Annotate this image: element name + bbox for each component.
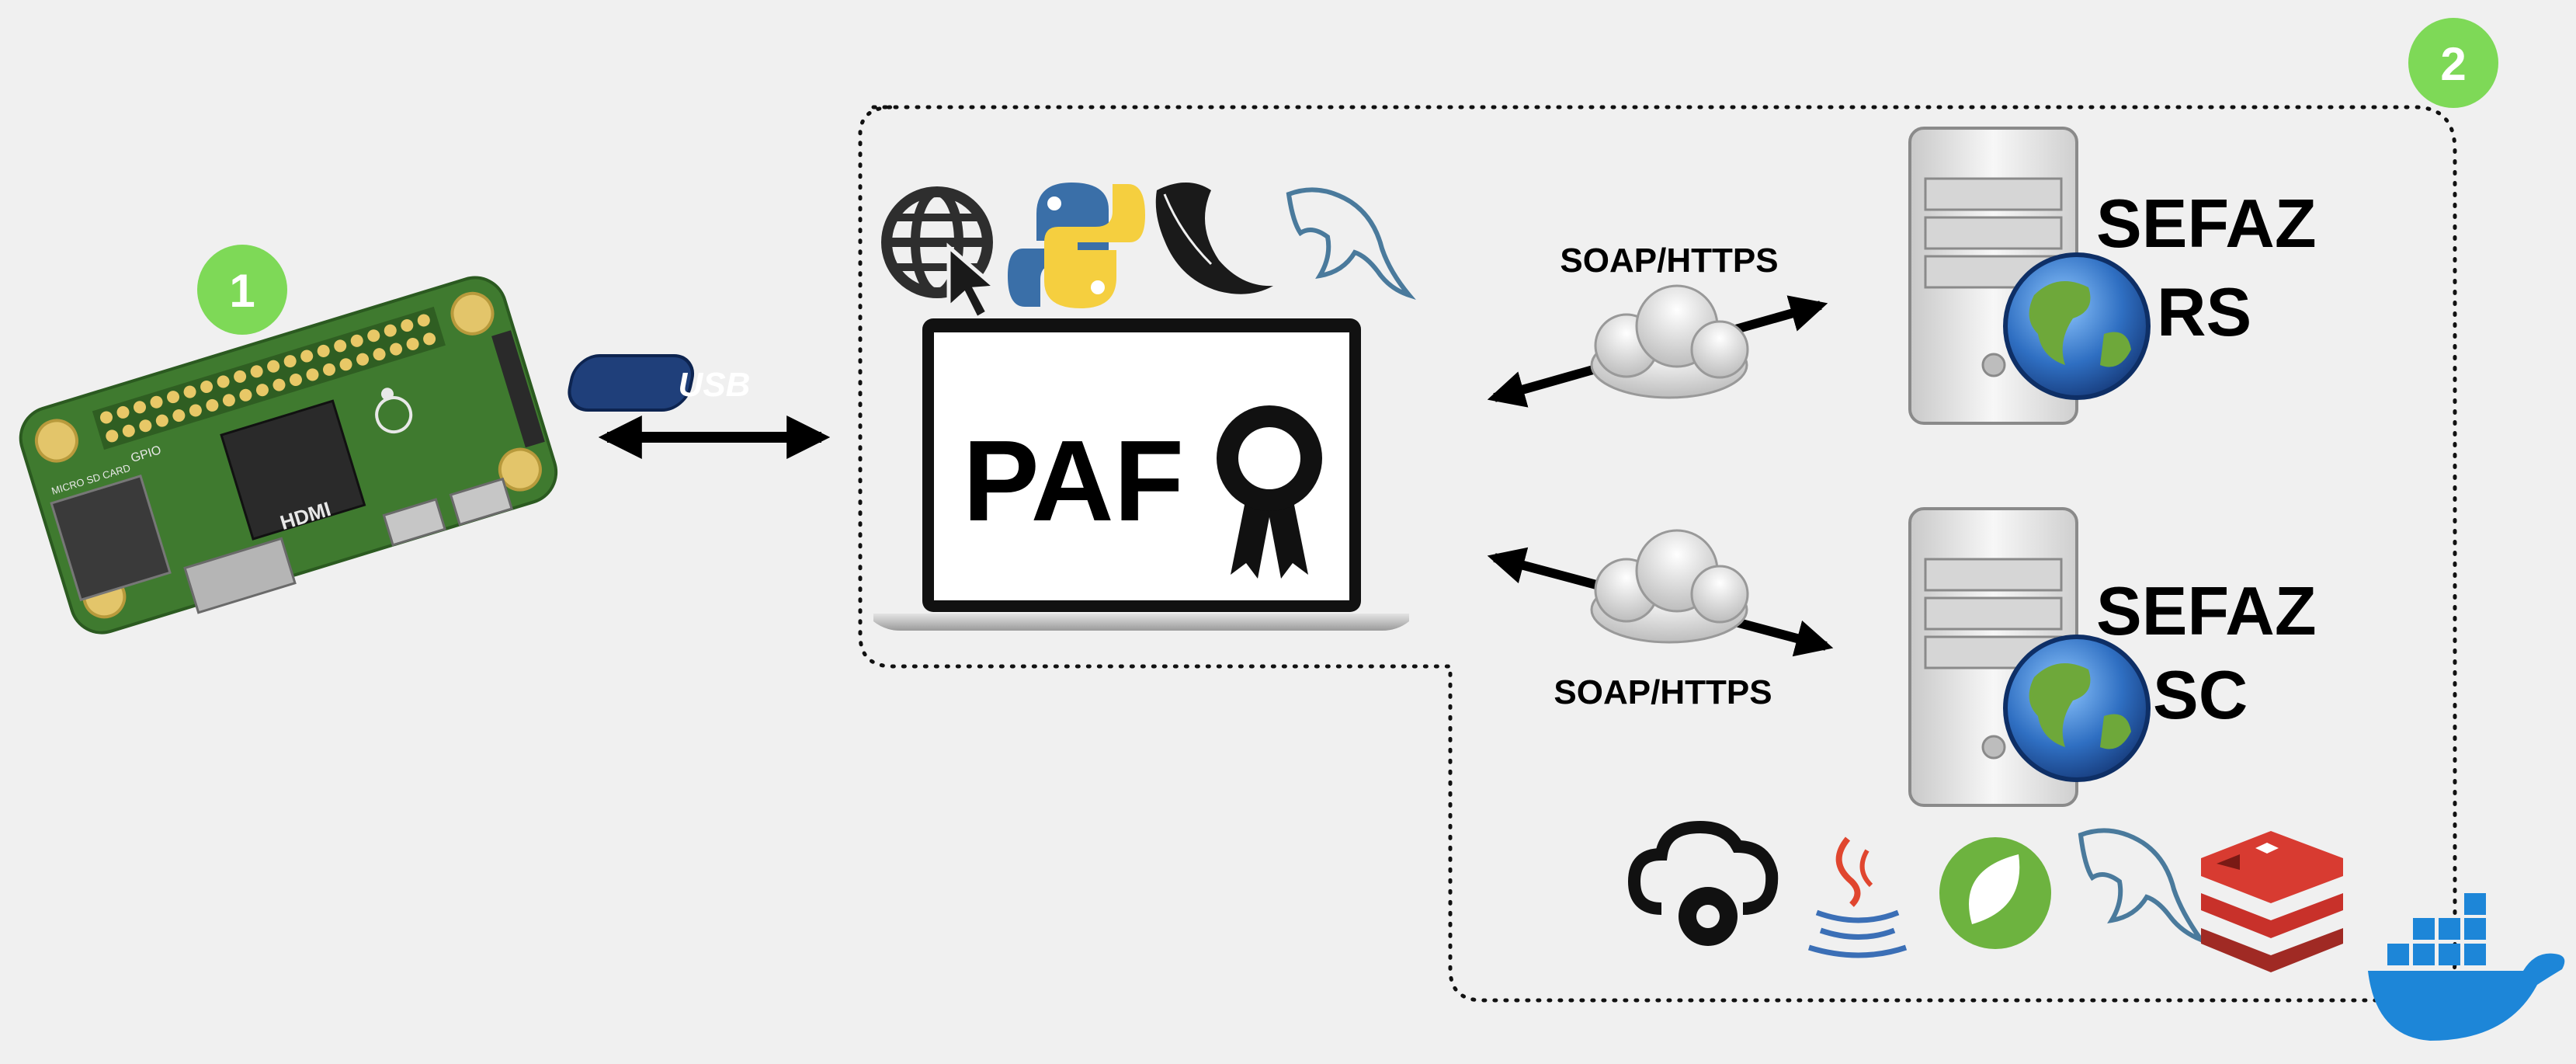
gpio-pin (134, 401, 147, 414)
gpio-pin (206, 398, 219, 412)
gpio-pin (334, 339, 347, 353)
gpio-pin (99, 411, 113, 424)
gpio-pin (423, 332, 436, 346)
gpio-pin (356, 353, 370, 366)
java-icon (1807, 836, 1908, 958)
spring-leaf-icon (1939, 837, 2051, 949)
gpio-pin (200, 381, 214, 394)
gpio-pin (217, 375, 230, 388)
gpio-pin (417, 314, 430, 327)
gpio-pin (367, 329, 380, 342)
laptop-label: PAF (963, 417, 1184, 545)
gpio-pin (155, 414, 168, 427)
badge-1-label: 1 (229, 265, 255, 317)
cloud-icon-bottom (1590, 529, 1749, 644)
badge-1: 1 (197, 245, 287, 335)
usb-link: USB (568, 354, 831, 459)
gpio-pin (167, 391, 180, 404)
cloud-gear-icon (1627, 820, 1779, 946)
gpio-pin (172, 409, 186, 422)
usb-badge-icon: USB (568, 354, 751, 412)
gpio-pin (139, 419, 152, 433)
camera-connector (491, 330, 545, 448)
server-sc-line1: SEFAZ (2096, 572, 2317, 649)
gpio-pin (239, 388, 252, 402)
gpio-pin (116, 405, 130, 419)
web-globe-cursor-icon (881, 186, 1001, 322)
gpio-pin (283, 355, 297, 368)
mysql-dolphin-icon (1286, 187, 1416, 301)
gpio-pin (317, 344, 330, 357)
server-rs-line2: RS (2157, 273, 2251, 350)
gpio-pin (401, 319, 414, 332)
gpio-pin (183, 385, 196, 398)
micro-usb-port-1 (382, 498, 446, 547)
gpio-pin (373, 348, 386, 361)
gpio-pin (267, 360, 280, 373)
gpio-pin (306, 368, 319, 381)
protocol-label-bottom: SOAP/HTTPS (1554, 673, 1772, 711)
gpio-pin (350, 334, 363, 347)
gpio-pin (273, 378, 286, 391)
server-sc-line2: SC (2153, 656, 2248, 733)
flask-horn-icon (1155, 183, 1273, 294)
gpio-pin (323, 363, 336, 376)
micro-usb-port-2 (449, 477, 514, 527)
connection-rs: SOAP/HTTPS (1487, 242, 1828, 408)
cloud-icon-top (1590, 284, 1749, 399)
gpio-pin (234, 370, 247, 383)
badge-2: 2 (2408, 18, 2498, 108)
server-rs-line1: SEFAZ (2096, 185, 2317, 262)
cpu-chip (220, 399, 366, 541)
gpio-pin (122, 424, 135, 437)
gpio-pin (222, 394, 235, 407)
gpio-pin (406, 337, 419, 350)
badge-2-label: 2 (2440, 38, 2466, 90)
raspberry-logo-icon (375, 388, 413, 434)
protocol-label-top: SOAP/HTTPS (1560, 242, 1778, 280)
gpio-pin (384, 324, 397, 337)
globe-icon (2003, 635, 2151, 782)
server-sc: SEFAZ SC (1908, 507, 2317, 807)
hdmi-port (183, 537, 297, 614)
connection-sc: SOAP/HTTPS (1487, 529, 1834, 711)
gpio-pin (106, 429, 119, 443)
laptop: PAF (873, 318, 1409, 631)
globe-icon (2003, 252, 2151, 400)
gpio-pin (189, 404, 202, 417)
usb-label: USB (679, 366, 751, 404)
gpio-pin (289, 374, 302, 387)
docker-whale-icon (2368, 893, 2565, 1041)
raspberry-pi-board: HDMI GPIO MICRO SD CARD (19, 276, 558, 635)
gpio-pin (250, 365, 263, 378)
mysql-dolphin-icon (2078, 828, 2208, 945)
gpio-pin (390, 342, 403, 356)
gpio-pin (300, 349, 314, 363)
deployment-boundary (858, 105, 2457, 1003)
server-rs: SEFAZ RS (1908, 127, 2317, 425)
redis-icon (2201, 831, 2343, 972)
gpio-pin (339, 358, 352, 371)
award-ribbon-icon (1217, 405, 1322, 579)
gpio-pin (255, 384, 269, 397)
python-icon (1008, 183, 1145, 308)
gpio-pin (150, 395, 163, 409)
sd-card-slot (50, 475, 172, 602)
